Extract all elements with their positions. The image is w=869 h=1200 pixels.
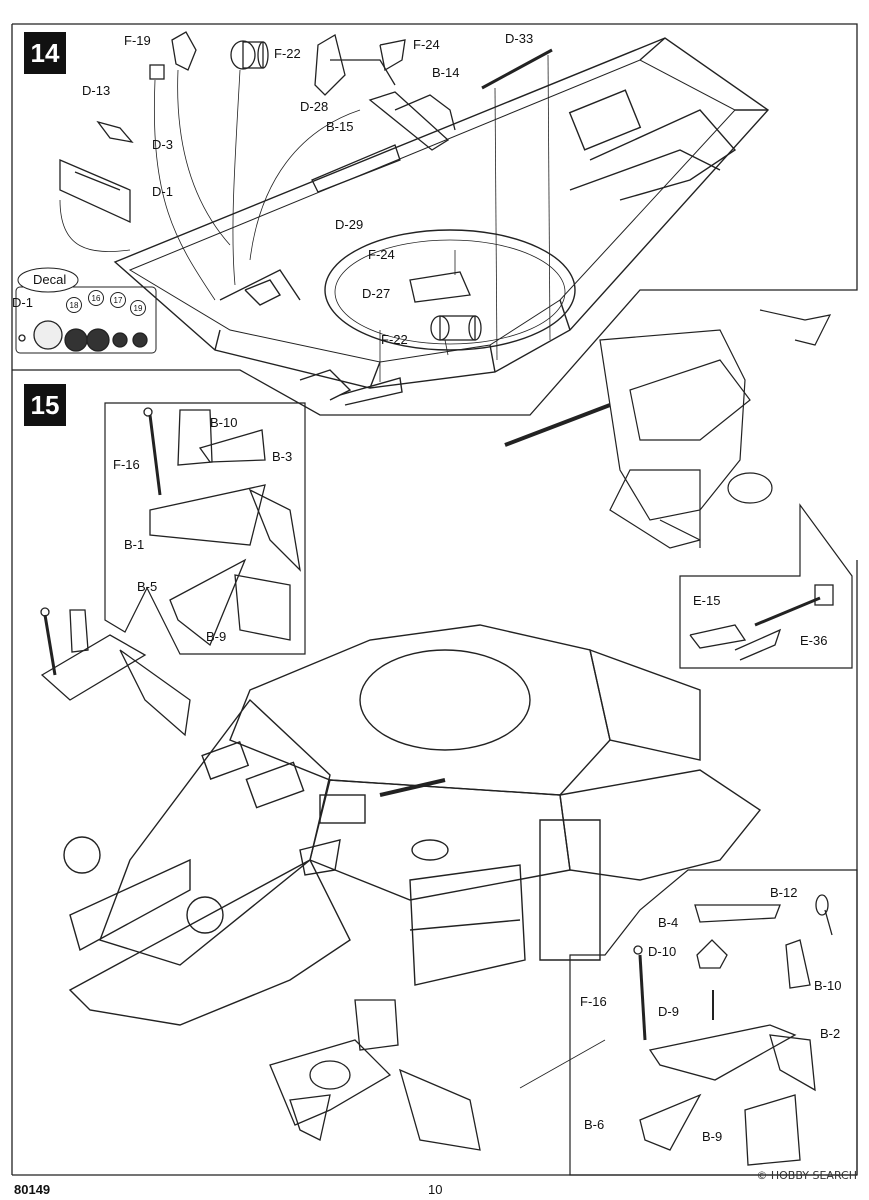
callout-d13: D-13 bbox=[82, 83, 111, 98]
step-15-badge: 15 bbox=[24, 384, 66, 426]
model-number: 80149 bbox=[14, 1182, 51, 1197]
callout-e15: E-15 bbox=[693, 593, 721, 608]
step-14-badge: 14 bbox=[24, 32, 66, 74]
decal-part-d1: D-1 bbox=[12, 295, 33, 310]
step-divider-line bbox=[12, 23, 858, 416]
part-f22-upper bbox=[230, 40, 269, 70]
callout-f24-upper: F-24 bbox=[413, 37, 440, 52]
callout-f16-upper: F-16 bbox=[113, 457, 140, 472]
decal-number-18: 18 bbox=[66, 297, 82, 313]
callout-b10-lower: B-10 bbox=[814, 978, 842, 993]
callout-b4: B-4 bbox=[658, 915, 679, 930]
callout-b6: B-6 bbox=[584, 1117, 605, 1132]
callout-b1: B-1 bbox=[124, 537, 145, 552]
callout-d29: D-29 bbox=[335, 217, 364, 232]
inset-e15-e36 bbox=[679, 503, 853, 669]
callout-d3: D-3 bbox=[152, 137, 173, 152]
callout-d1: D-1 bbox=[152, 184, 173, 199]
callout-d28: D-28 bbox=[300, 99, 329, 114]
front-plate bbox=[40, 607, 481, 1151]
callout-b5: B-5 bbox=[137, 579, 158, 594]
decal-title: Decal bbox=[33, 272, 67, 287]
step-15-inset-upper-left bbox=[104, 402, 306, 655]
watermark: © HOBBY SEARCH bbox=[756, 1169, 857, 1182]
part-f22-lower bbox=[430, 315, 482, 341]
machine-gun-mount bbox=[504, 309, 832, 549]
callout-d27: D-27 bbox=[362, 286, 391, 301]
callout-f22-upper: F-22 bbox=[274, 46, 301, 61]
callout-d33: D-33 bbox=[505, 31, 534, 46]
part-d28 bbox=[314, 33, 396, 96]
callout-e36: E-36 bbox=[800, 633, 828, 648]
callout-b14: B-14 bbox=[432, 65, 460, 80]
callout-f22-lower: F-22 bbox=[381, 332, 408, 347]
callout-b10-upper: B-10 bbox=[210, 415, 238, 430]
part-f19 bbox=[171, 31, 197, 71]
decal-number-17: 17 bbox=[110, 292, 126, 308]
callout-f16-lower: F-16 bbox=[580, 994, 607, 1009]
callout-b3: B-3 bbox=[272, 449, 293, 464]
decal-number-16: 16 bbox=[88, 290, 104, 306]
callout-d9: D-9 bbox=[658, 1004, 679, 1019]
step-15-inset-lower-right bbox=[569, 869, 858, 1176]
sub-assembly-b1 bbox=[143, 407, 301, 647]
part-d33 bbox=[481, 48, 553, 90]
callout-b15: B-15 bbox=[326, 119, 354, 134]
part-d1 bbox=[59, 159, 131, 224]
sub-assembly-b2 bbox=[633, 894, 833, 1166]
hull-interior bbox=[113, 37, 770, 406]
callout-f24-lower: F-24 bbox=[368, 247, 395, 262]
page-number: 10 bbox=[428, 1182, 443, 1197]
part-d13 bbox=[149, 64, 165, 80]
part-d27 bbox=[409, 271, 471, 303]
callout-b9-lower: B-9 bbox=[702, 1129, 723, 1144]
part-d29 bbox=[311, 144, 401, 193]
part-f24-upper bbox=[379, 39, 406, 72]
callout-b9-upper: B-9 bbox=[206, 629, 227, 644]
main-hull bbox=[63, 624, 762, 1026]
part-d3 bbox=[96, 120, 134, 143]
callout-b12: B-12 bbox=[770, 885, 798, 900]
part-b14-b15 bbox=[368, 91, 456, 151]
callout-d10: D-10 bbox=[648, 944, 677, 959]
decal-number-19: 19 bbox=[130, 300, 146, 316]
decal-sheet bbox=[15, 286, 157, 354]
callout-b2: B-2 bbox=[820, 1026, 841, 1041]
callout-f19: F-19 bbox=[124, 33, 151, 48]
